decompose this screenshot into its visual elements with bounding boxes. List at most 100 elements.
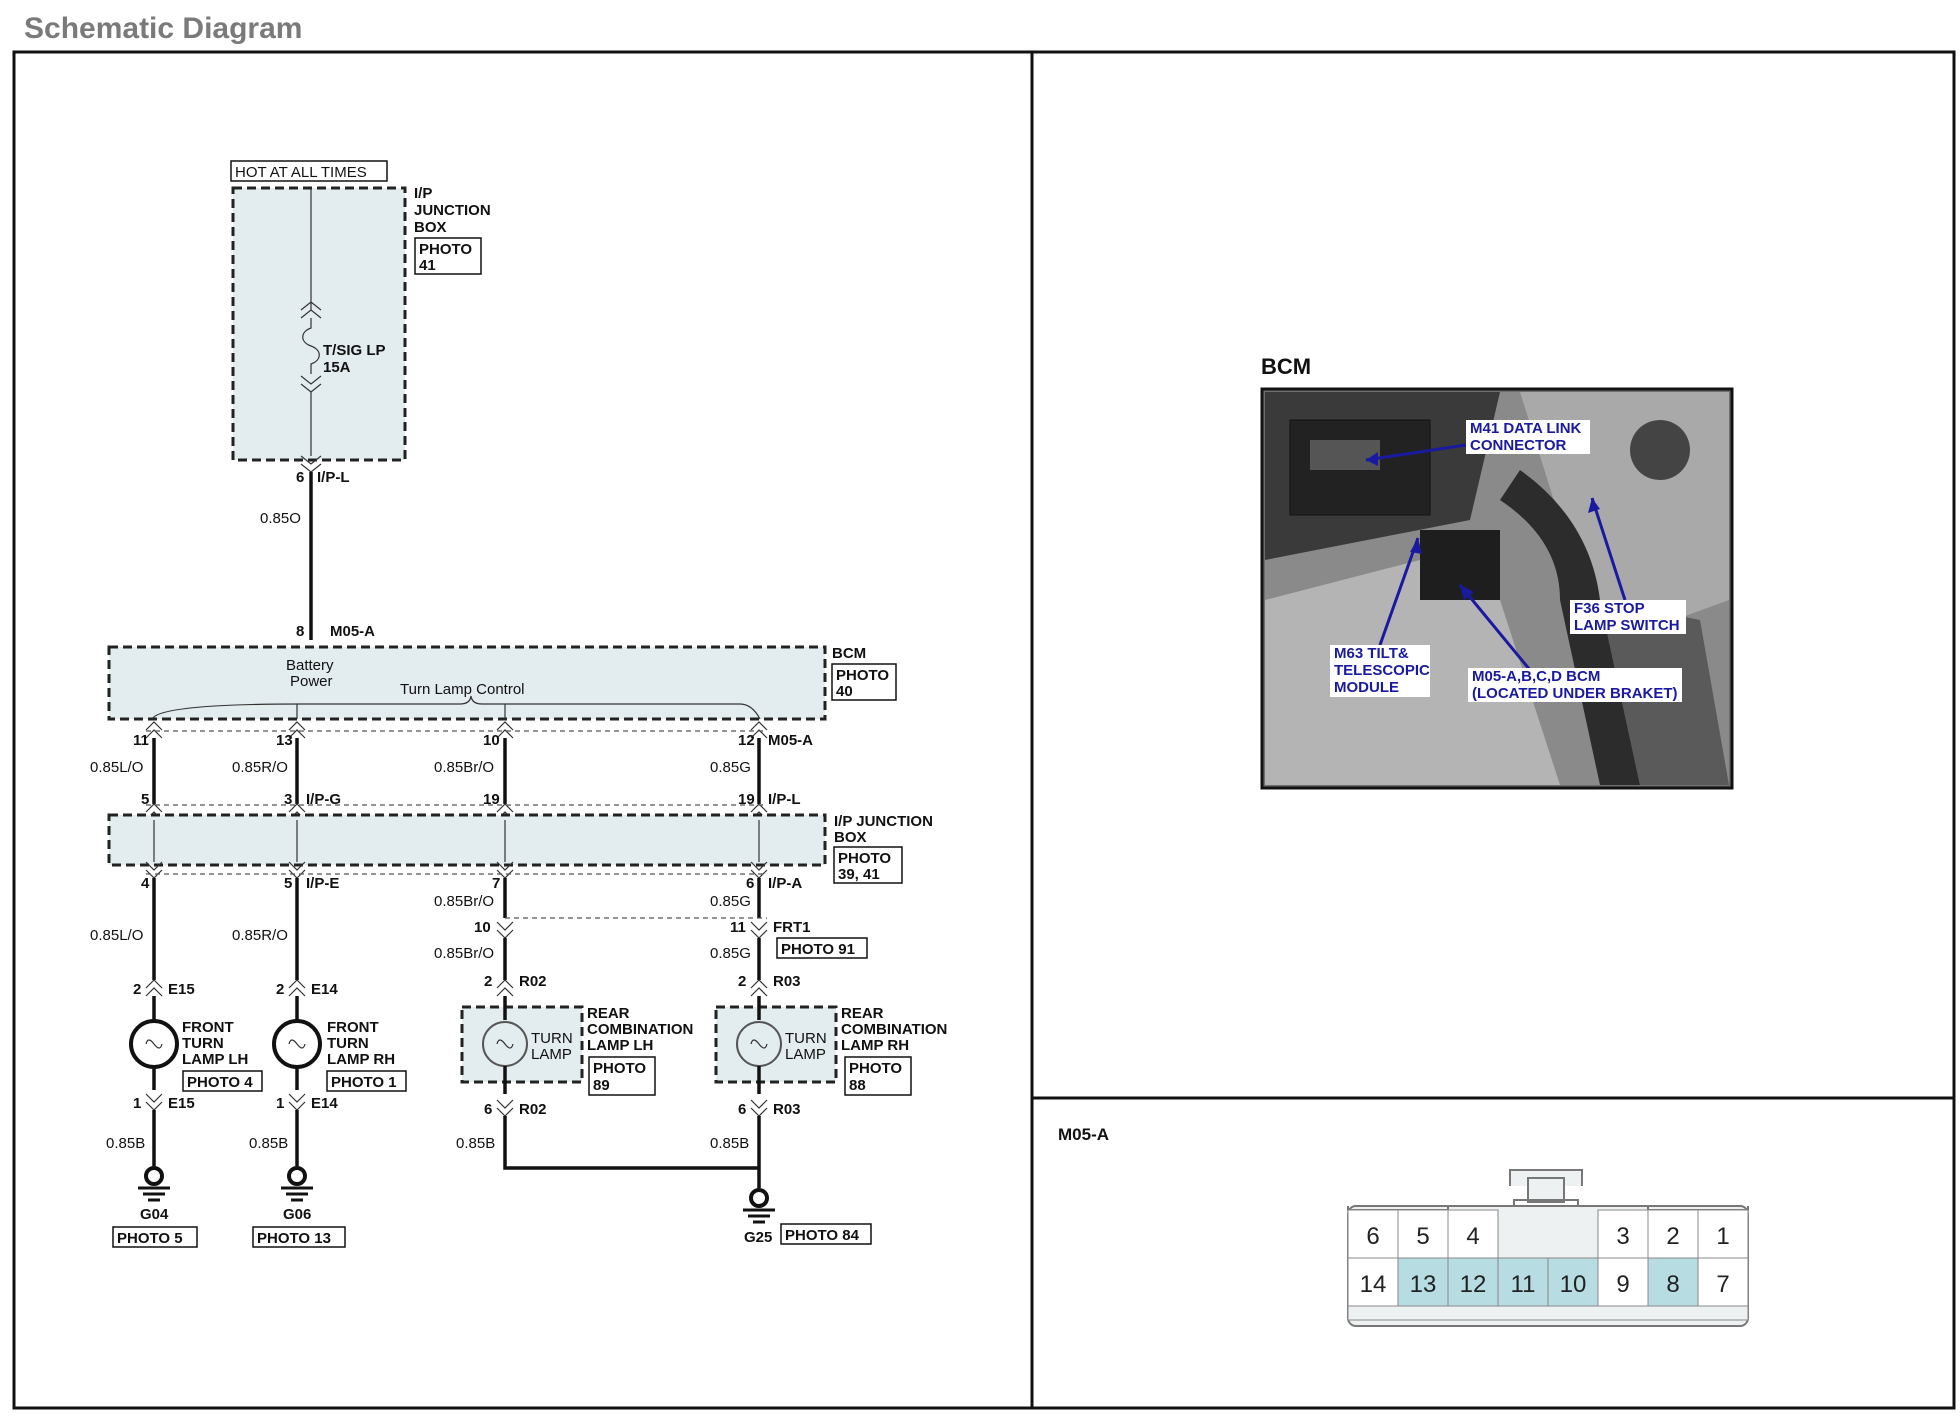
front-lh-photo: PHOTO 4 xyxy=(187,1074,253,1091)
front-rh-photo: PHOTO 1 xyxy=(331,1074,397,1091)
col3-wire-b: 0.85Br/O xyxy=(434,893,494,910)
col3-lamp-pin-bot: 6 xyxy=(484,1101,492,1118)
rear-rh-inner-1: TURN xyxy=(785,1030,827,1047)
ipjb-top-photo-number: 41 xyxy=(419,257,436,274)
col1-lamp-conn-bot: E15 xyxy=(168,1095,195,1112)
fuse-connector-top xyxy=(300,301,322,319)
bcm-turn-lamp-control: Turn Lamp Control xyxy=(400,681,525,698)
rear-rh-lamp-box xyxy=(714,1005,838,1084)
callout-m63-box xyxy=(1330,645,1430,697)
col4-lamp-conn-top: R03 xyxy=(773,973,801,990)
rear-lh-photo-label: PHOTO xyxy=(593,1060,646,1077)
callout-f36-line-1: F36 STOP xyxy=(1574,600,1645,617)
bcm-in-conn: M05-A xyxy=(330,623,375,640)
connector-pin-11: 11 xyxy=(1511,1271,1536,1298)
bcm-out-connector-4 xyxy=(750,721,768,739)
ground-g06-photo-tag xyxy=(252,1226,346,1248)
callout-f36-line-2: LAMP SWITCH xyxy=(1574,617,1680,634)
connector-pin-cell xyxy=(1347,1257,1399,1307)
connector-pin-cell xyxy=(1447,1209,1499,1259)
connector-pin-cell xyxy=(1647,1209,1699,1259)
connector-pin-5: 5 xyxy=(1416,1223,1429,1250)
rear-lh-filament xyxy=(496,1039,514,1049)
bcm-photo-number: 40 xyxy=(836,683,853,700)
lamp-out-connector-3 xyxy=(496,1099,514,1117)
ipjb-top-label-2: JUNCTION xyxy=(414,202,491,219)
callout-m05-box xyxy=(1468,668,1682,702)
ground-g04-icon xyxy=(144,1166,164,1186)
ipjb-mid-photo-number: 39, 41 xyxy=(838,866,880,883)
col2-jb-in-conn: I/P-G xyxy=(306,791,341,808)
bcm-out-connector-1 xyxy=(145,721,163,739)
bcm-photo-tag xyxy=(831,663,897,701)
connector-pin-cell xyxy=(1397,1209,1449,1259)
col3-bcm-pin: 10 xyxy=(483,732,500,749)
ipjb-top-label-3: BOX xyxy=(414,219,447,236)
rear-rh-photo-number: 88 xyxy=(849,1077,866,1094)
ipjb-top-photo-tag xyxy=(414,237,482,275)
connector-pin-10: 10 xyxy=(1560,1271,1587,1298)
callout-m41-line-1: M41 DATA LINK xyxy=(1470,420,1582,437)
col1-jb-out: 4 xyxy=(141,875,150,892)
ip-junction-box-top xyxy=(231,186,407,462)
col1-wire-c: 0.85B xyxy=(106,1135,145,1152)
bcm-out-connector-2 xyxy=(288,721,306,739)
front-lh-photo-tag xyxy=(182,1070,263,1092)
col2-lamp-conn-top: E14 xyxy=(311,981,338,998)
connector-base xyxy=(1347,1305,1749,1321)
ground-g06-bars xyxy=(281,1186,313,1202)
callout-m41-pointer xyxy=(1365,443,1467,462)
rear-rh-photo-label: PHOTO xyxy=(849,1060,902,1077)
connector-title: M05-A xyxy=(1058,1125,1109,1144)
col1-lamp-conn-top: E15 xyxy=(168,981,195,998)
outer-frame xyxy=(12,50,1956,1410)
rear-rh-label-1: REAR xyxy=(841,1005,884,1022)
callout-f36-pointer xyxy=(1590,497,1627,601)
page-title: Schematic Diagram xyxy=(24,12,302,45)
rear-rh-inner-2: LAMP xyxy=(785,1046,826,1063)
front-rh-label-3: LAMP RH xyxy=(327,1051,395,1068)
ground-g04-photo: PHOTO 5 xyxy=(117,1230,183,1247)
col2-wire-c: 0.85B xyxy=(249,1135,288,1152)
front-lh-label-2: TURN xyxy=(182,1035,224,1052)
front-rh-filament xyxy=(288,1039,306,1049)
callout-m41-box xyxy=(1466,420,1590,454)
bcm-location-photo xyxy=(1260,387,1734,790)
rear-rh-label-2: COMBINATION xyxy=(841,1021,947,1038)
front-lh-label-1: FRONT xyxy=(182,1019,234,1036)
connector-bottom-row: 14 13 12 11 10 9 8 7 xyxy=(1347,1257,1749,1307)
callout-m05-line-1: M05-A,B,C,D BCM xyxy=(1472,668,1600,685)
col4-wire-c: 0.85G xyxy=(710,945,751,962)
col4-wire-d: 0.85B xyxy=(710,1135,749,1152)
lamp-in-connector-1 xyxy=(145,979,163,997)
bcm-name: BCM xyxy=(832,645,866,662)
col3-frt-pin: 10 xyxy=(474,919,491,936)
bcm-battery-label-2: Power xyxy=(290,673,333,690)
rear-lh-photo-number: 89 xyxy=(593,1077,610,1094)
connector-pin-2: 2 xyxy=(1666,1223,1679,1250)
fuse-out-conn: I/P-L xyxy=(317,469,350,486)
col2-lamp-pin-bot: 1 xyxy=(276,1095,284,1112)
hot-at-all-times-label: HOT AT ALL TIMES xyxy=(235,164,367,181)
connector-pin-cell-active xyxy=(1397,1257,1449,1307)
lamp-out-connector-2 xyxy=(288,1093,306,1111)
lamp-in-connector-3 xyxy=(496,979,514,997)
col2-bcm-pin: 13 xyxy=(276,732,293,749)
bcm-box xyxy=(107,645,827,721)
rear-rh-photo-tag xyxy=(844,1056,912,1096)
bcm-out-conn: M05-A xyxy=(768,732,813,749)
col4-jb-in-conn: I/P-L xyxy=(768,791,801,808)
col1-lamp-pin-bot: 1 xyxy=(133,1095,141,1112)
ground-g25-photo-tag xyxy=(780,1223,872,1245)
rear-rh-label-3: LAMP RH xyxy=(841,1037,909,1054)
frt1-photo-tag xyxy=(776,937,868,959)
col2-jb-in: 3 xyxy=(284,791,292,808)
bcm-in-pin: 8 xyxy=(296,623,304,640)
ground-g25-bars xyxy=(743,1208,775,1224)
col3-wire-a: 0.85Br/O xyxy=(434,759,494,776)
callout-m63-arrowhead xyxy=(1410,538,1422,554)
connector-pin-cell-active xyxy=(1497,1257,1549,1307)
connector-top-row: 6 5 4 3 2 1 xyxy=(1347,1209,1749,1259)
col4-lamp-conn-bot: R03 xyxy=(773,1101,801,1118)
